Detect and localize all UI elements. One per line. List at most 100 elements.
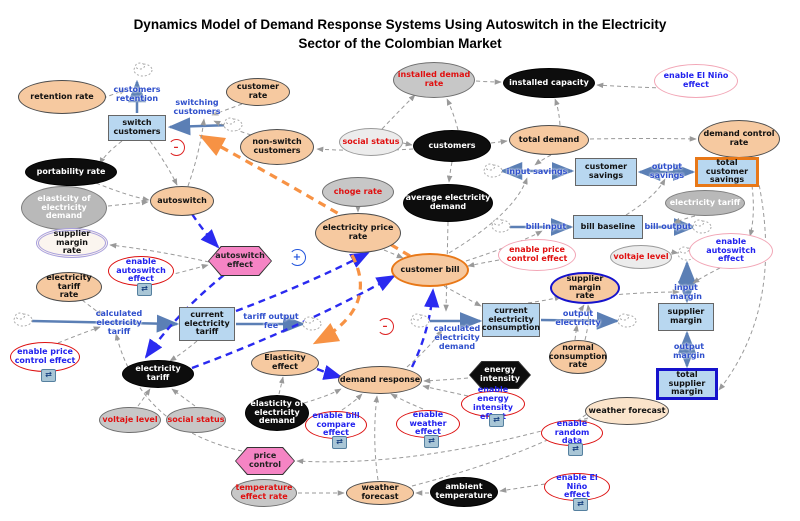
- total-supplier-margin[interactable]: total supplier margin: [656, 368, 718, 400]
- normal-consumption-rate[interactable]: normal consumption rate: [549, 340, 607, 374]
- flow-label-calculated-electricity-demand[interactable]: calculated electricity demand: [430, 323, 484, 351]
- voltaje-level-bottom[interactable]: voltaje level: [99, 407, 161, 433]
- customers[interactable]: customers: [413, 130, 491, 162]
- flow-label-tariff-output-fee[interactable]: tariff output fee: [242, 312, 300, 330]
- g4: [95, 182, 150, 202]
- weather-forecast-right[interactable]: weather forecast: [585, 397, 669, 425]
- flow-label-output-margin[interactable]: output margin: [658, 342, 720, 360]
- weather-forecast-bottom[interactable]: weather forecast: [346, 481, 414, 505]
- flow-label-input-savings-label: input savings: [506, 166, 568, 176]
- elasticity-of-electricity-demand-black[interactable]: elasticity of electricity demand: [245, 395, 309, 431]
- supplier-margin[interactable]: supplier margin: [658, 303, 714, 331]
- g45: [278, 376, 285, 395]
- price-control[interactable]: price control: [235, 447, 295, 475]
- energy-intensity[interactable]: energy intensity: [469, 361, 531, 389]
- cloud: [133, 62, 153, 77]
- installed-demad-rate[interactable]: installed demad rate: [393, 62, 475, 98]
- enable-random-data[interactable]: enable random data: [541, 419, 603, 446]
- bill-baseline-label: bill baseline: [580, 221, 636, 231]
- g21: [673, 215, 696, 224]
- g30: [584, 304, 592, 341]
- electricity-tariff-right-label: electricity tariff: [669, 197, 741, 207]
- customer-savings[interactable]: customer savings: [575, 158, 637, 186]
- total-customer-savings[interactable]: total customer savings: [695, 157, 759, 187]
- temperature-effect-rate[interactable]: temperature effect rate: [231, 479, 297, 507]
- flow-label-output-savings[interactable]: output savings: [634, 162, 700, 180]
- electricity-price-rate-label: electricity price rate: [322, 223, 394, 241]
- retention-rate[interactable]: retention rate: [18, 80, 106, 114]
- enable-el-nino-effect-bottom-toggle-icon[interactable]: ⇄: [573, 498, 588, 511]
- flow-label-switching-customers[interactable]: switching customers: [167, 98, 227, 116]
- average-electricity-demand[interactable]: average electricity demand: [403, 184, 493, 222]
- portability-rate[interactable]: portability rate: [25, 158, 117, 186]
- normal-consumption-rate-label: normal consumption rate: [548, 342, 608, 370]
- g23: [383, 249, 404, 259]
- choge-rate[interactable]: choge rate: [322, 177, 394, 207]
- electricity-tariff-black[interactable]: electricity tariff: [122, 360, 194, 388]
- flow-label-input-savings[interactable]: input savings: [505, 166, 569, 176]
- link-current-tariff-to-price-rate: [235, 251, 370, 313]
- enable-bill-compare-effect[interactable]: enable bill compare effect: [305, 411, 367, 439]
- enable-random-data-toggle-icon[interactable]: ⇄: [568, 443, 583, 456]
- flow-label-input-margin-label: input margin: [670, 283, 702, 301]
- g33: [692, 267, 721, 284]
- g49: [422, 384, 469, 397]
- non-switch-customers[interactable]: non-switch customers: [240, 129, 314, 165]
- elasticity-of-electricity-demand-gray[interactable]: elasticity of electricity demand: [21, 186, 107, 230]
- cloud: [410, 313, 430, 328]
- enable-price-control-effect-left-toggle-icon[interactable]: ⇄: [41, 369, 56, 382]
- electricity-price-rate[interactable]: electricity price rate: [315, 213, 401, 253]
- enable-weather-effect-toggle-icon[interactable]: ⇄: [424, 435, 439, 448]
- g56: [169, 340, 198, 362]
- enable-energy-intensity-effect-toggle-icon[interactable]: ⇄: [489, 414, 504, 427]
- enable-bill-compare-effect-toggle-icon[interactable]: ⇄: [332, 436, 347, 449]
- demand-response[interactable]: demand response: [338, 366, 422, 394]
- flow-label-input-margin[interactable]: input margin: [657, 283, 715, 301]
- demand-control-rate[interactable]: demand control rate: [698, 120, 780, 158]
- cloud: [223, 117, 243, 132]
- g34: [611, 289, 680, 296]
- flow-label-bill-output[interactable]: bill output: [641, 221, 695, 231]
- g20: [465, 230, 543, 262]
- enable-autoswitch-effect-left[interactable]: enable autoswitch effect: [108, 256, 174, 286]
- retention-rate-label: retention rate: [30, 91, 94, 101]
- g12: [475, 79, 502, 85]
- cloud: [483, 163, 503, 178]
- autoswitch[interactable]: autoswitch: [150, 186, 214, 216]
- electricity-tariff-rate[interactable]: electricity tariff rate: [36, 272, 102, 302]
- g57: [149, 140, 178, 186]
- enable-energy-intensity-effect[interactable]: enable energy intensity effect: [461, 385, 525, 421]
- flow-label-output-electricity[interactable]: output electricity: [553, 309, 603, 327]
- social-status-bottom[interactable]: social status: [166, 407, 226, 433]
- enable-price-control-effect-left[interactable]: enable price control effect: [10, 342, 80, 372]
- enable-autoswitch-effect-right[interactable]: enable autoswitch effect: [689, 233, 773, 269]
- total-demand[interactable]: total demand: [509, 125, 589, 155]
- enable-weather-effect[interactable]: enable weather effect: [396, 410, 460, 438]
- enable-price-control-effect-right[interactable]: enable price control effect: [498, 239, 576, 271]
- flow-calculated-electricity-tariff-line: [31, 314, 180, 333]
- electricity-tariff-right[interactable]: electricity tariff: [665, 190, 745, 216]
- enable-el-nino-effect-bottom[interactable]: enable El Niño effect: [544, 473, 610, 501]
- elasticity-effect[interactable]: Elasticity effect: [251, 350, 319, 376]
- flow-label-calculated-electricity-demand-label: calculated electricity demand: [433, 323, 481, 351]
- customer-bill[interactable]: customer bill: [391, 253, 469, 287]
- bill-baseline[interactable]: bill baseline: [573, 215, 643, 239]
- installed-capacity[interactable]: installed capacity: [503, 68, 595, 98]
- voltaje-level-right[interactable]: voltaje level: [610, 245, 672, 269]
- voltaje-level-bottom-label: voltaje level: [102, 414, 158, 424]
- switch-customers[interactable]: switch customers: [108, 115, 166, 141]
- current-electricity-tariff[interactable]: current electricity tariff: [179, 307, 235, 341]
- supplier-margin-rate-right[interactable]: supplier margin rate: [550, 272, 620, 304]
- enable-weather-effect-label: enable weather effect: [409, 409, 447, 437]
- social-status-top[interactable]: social status: [339, 128, 403, 156]
- enable-autoswitch-effect-left-toggle-icon[interactable]: ⇄: [137, 283, 152, 296]
- flow-label-bill-input[interactable]: bill input: [521, 221, 571, 231]
- flow-label-calculated-electricity-tariff[interactable]: calculated electricity tariff: [92, 308, 146, 336]
- supplier-margin-rate-left[interactable]: supplier margin rate: [36, 228, 108, 258]
- flow-label-customers-retention[interactable]: customers retention: [107, 85, 167, 103]
- autoswitch-effect[interactable]: autoswitch effect: [208, 246, 272, 276]
- ambient-temperature[interactable]: ambient temperature: [430, 477, 498, 507]
- customer-rate[interactable]: customer rate: [226, 78, 290, 106]
- current-electricity-consumption[interactable]: current electricity consumption: [482, 303, 540, 337]
- enable-el-nino-effect-top[interactable]: enable El Niño effect: [654, 64, 738, 98]
